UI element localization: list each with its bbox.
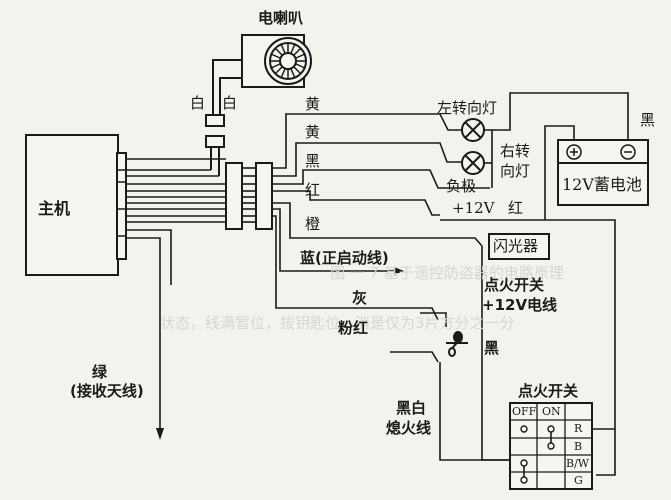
horn-connector-top — [205, 114, 225, 127]
ignition-switch-label: 点火开关 — [518, 382, 579, 400]
wire-label-kill-line: 熄火线 — [386, 419, 432, 437]
left-turn-lamp-icon — [461, 118, 485, 142]
left-turn-lamp-label: 左转向灯 — [437, 99, 498, 117]
wire-label-yellow-2: 黄 — [305, 123, 321, 141]
ignition-switch-table — [509, 402, 593, 490]
negative-label: 负极 — [446, 177, 477, 195]
battery-label: 12V蓄电池 — [562, 175, 642, 194]
wire-label-gray: 灰 — [352, 289, 368, 307]
ignition-terminal-g: G — [574, 474, 583, 487]
host-label: 主机 — [38, 199, 71, 218]
wire-label-red: 红 — [305, 181, 321, 199]
battery-black-label: 黑 — [640, 111, 656, 129]
wire-label-yellow-1: 黄 — [305, 95, 321, 113]
ignition-header-off: OFF — [512, 405, 537, 418]
flasher-box — [488, 233, 550, 260]
wire-label-white-2: 白 — [222, 94, 238, 112]
ignition-header-on: ON — [542, 405, 561, 418]
horn-icon — [241, 34, 312, 88]
host-box — [25, 134, 119, 276]
ignition-12v-label-2: +12V电线 — [482, 296, 558, 314]
wire-label-black-white: 黑白 — [396, 399, 427, 417]
right-turn-lamp-label-2: 向灯 — [500, 162, 531, 180]
host-connector — [116, 152, 127, 260]
right-turn-lamp-icon — [461, 151, 485, 175]
wire-label-pink-red: 粉红 — [338, 319, 369, 337]
flasher-label: 闪光器 — [493, 237, 539, 255]
wire-label-white-1: 白 — [190, 94, 206, 112]
wire-label-green: 绿 — [92, 363, 108, 381]
wire-label-orange: 橙 — [305, 215, 321, 233]
ignition-terminal-bw: B/W — [566, 457, 590, 470]
wire-label-green-note: (接收天线) — [70, 382, 144, 400]
wire-label-black: 黑 — [305, 152, 321, 170]
horn-connector-bottom — [205, 135, 225, 148]
horn-label: 电喇叭 — [258, 9, 304, 27]
ignition-12v-label-1: 点火开关 — [484, 276, 545, 294]
connector-block-1 — [225, 162, 243, 230]
plus12v-label: +12V — [452, 199, 495, 217]
battery-icon — [557, 139, 649, 206]
wire-label-blue: 蓝(正启动线) — [300, 249, 389, 267]
ignition-terminal-r: R — [574, 422, 583, 435]
ignition-terminal-b: B — [574, 440, 583, 453]
connector-clip-icon — [446, 331, 468, 357]
ignition-black-label: 黑 — [484, 339, 500, 357]
connector-block-2 — [255, 162, 273, 230]
right-turn-lamp-label-1: 右转 — [500, 142, 531, 160]
battery-red-label: 红 — [508, 199, 524, 217]
